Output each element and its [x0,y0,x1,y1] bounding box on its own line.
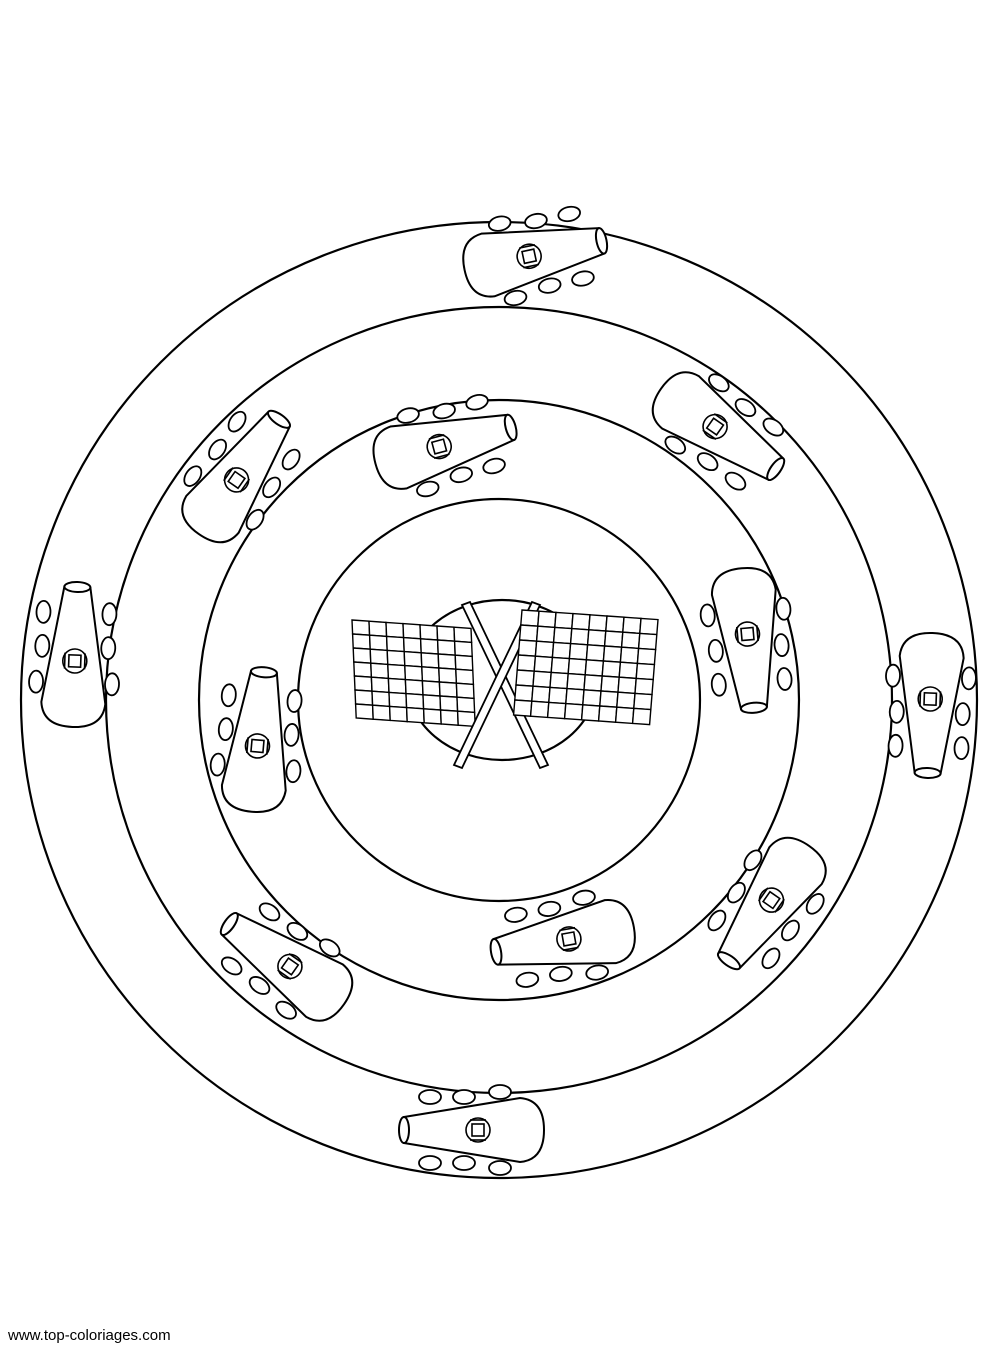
race-car-2 [651,371,786,491]
checkered-flag-right [452,600,659,770]
race-car-10 [489,889,636,988]
race-car-11 [219,902,354,1022]
race-car-1 [462,205,609,307]
site-credit: www.top-coloriages.com [8,1327,171,1344]
checkered-flag-left [351,600,550,770]
race-car-5 [28,581,120,728]
track-rings [19,220,979,1180]
race-car-6 [699,567,793,714]
race-car-9 [707,836,827,971]
race-car-4 [181,409,301,544]
race-car-7 [209,666,303,813]
race-car-3 [372,394,518,498]
third-track-ring [197,398,801,1002]
center-emblem [351,598,659,770]
race-car-8 [885,632,977,779]
race-cars [28,205,977,1176]
outer-track-ring [19,220,979,1180]
race-car-12 [398,1084,546,1176]
